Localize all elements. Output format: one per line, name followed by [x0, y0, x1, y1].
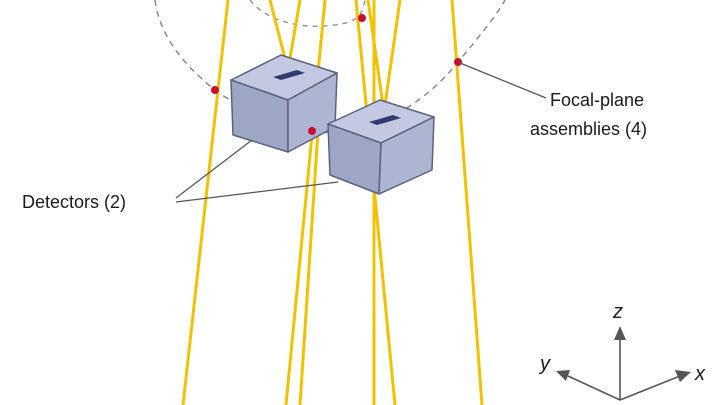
beam-lines	[181, 0, 484, 405]
beam-line	[382, 0, 402, 114]
x-axis	[619, 375, 681, 401]
focal-point	[454, 58, 462, 66]
focal-points	[211, 14, 462, 135]
y-axis-label: y	[538, 353, 551, 375]
focal-plane-label-line1: Focal-plane	[550, 90, 644, 110]
leader-lines	[175, 62, 547, 203]
leader-focal	[459, 62, 547, 99]
detector-2	[327, 99, 435, 195]
leader-detector-1	[175, 139, 253, 199]
detector-2-slot	[369, 115, 401, 125]
y-arrowhead	[556, 370, 570, 381]
detector-1-slot	[273, 70, 305, 80]
coordinate-axes	[556, 326, 691, 401]
x-arrowhead	[675, 370, 691, 382]
beam-line	[181, 0, 230, 405]
detectors-label: Detectors (2)	[22, 192, 126, 212]
orbit-ellipse-inner	[249, 0, 366, 27]
focal-point	[358, 14, 366, 22]
detector-1	[230, 54, 338, 153]
y-axis	[567, 375, 621, 401]
z-axis-label: z	[612, 301, 623, 323]
focal-point	[211, 86, 219, 94]
beam-line	[450, 0, 484, 405]
z-arrowhead	[614, 326, 626, 340]
beam-line	[366, 0, 386, 114]
x-axis-label: x	[694, 363, 706, 385]
leader-detector-2	[175, 181, 339, 203]
focal-plane-label-line2: assemblies (4)	[530, 119, 647, 139]
detector-2-side	[378, 116, 435, 195]
focal-point	[308, 127, 316, 135]
